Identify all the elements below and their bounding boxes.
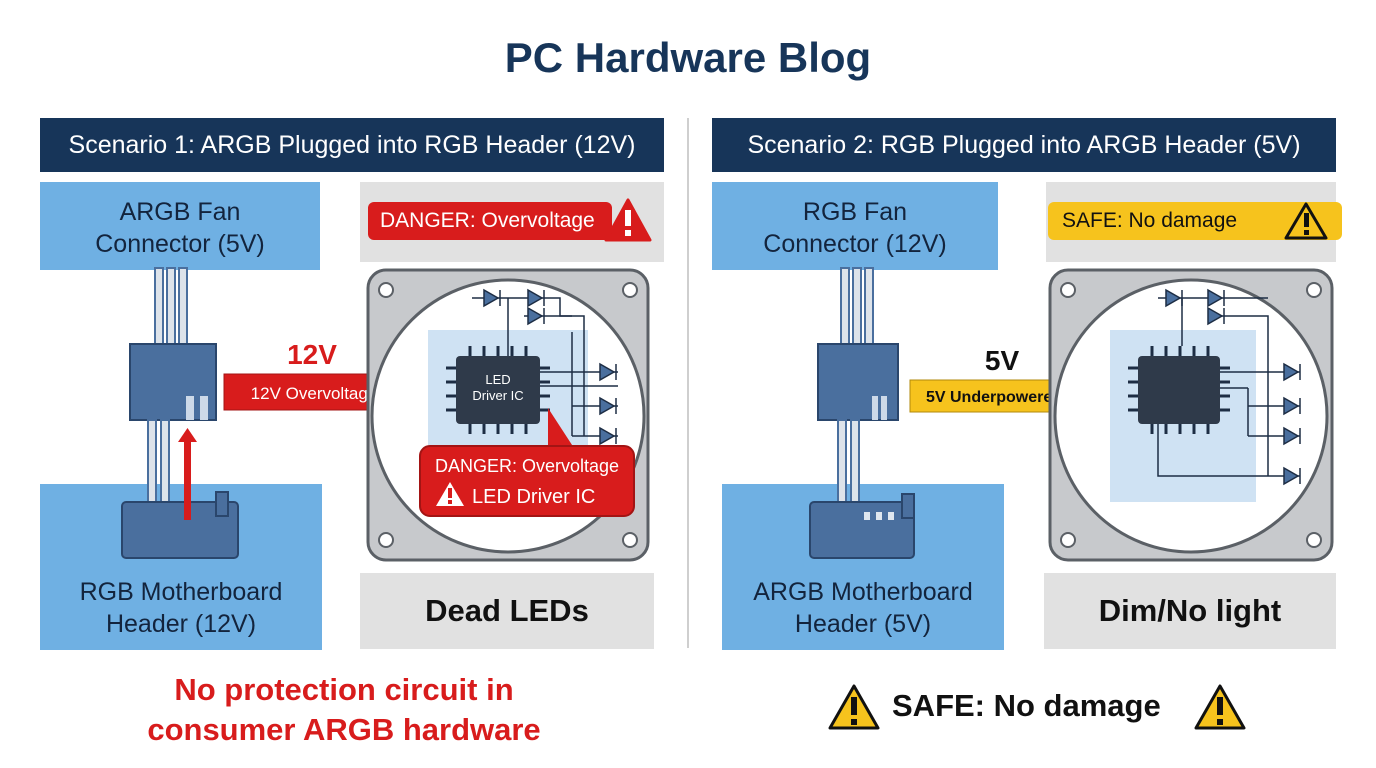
bottom-note-line2: consumer ARGB hardware <box>147 712 541 747</box>
scenario2-result: Dim/No light <box>1044 573 1336 649</box>
fan-connector-line2: Connector (5V) <box>95 230 265 258</box>
scenario1-fan-connector-box: ARGB Fan Connector (5V) <box>40 182 320 270</box>
motherboard-header-line2: Header (5V) <box>794 610 932 638</box>
fan-cable <box>154 267 188 345</box>
ic-chip-icon <box>446 346 550 434</box>
motherboard-header-line1: ARGB Motherboard <box>753 578 973 606</box>
scenario1-bottom-note: No protection circuit in consumer ARGB h… <box>60 670 628 750</box>
safe-tag-text: SAFE: No damage <box>1062 209 1238 232</box>
ic-chip-icon <box>1128 346 1230 434</box>
fan-cable <box>840 267 874 345</box>
warning-triangle-icon <box>1284 202 1328 240</box>
scenario2-voltage-label: 5V <box>985 345 1020 376</box>
warning-triangle-icon <box>604 198 652 242</box>
scenario2-arrow-label: 5V Underpowered <box>926 389 1062 406</box>
fan-connector-plug <box>129 343 217 521</box>
scenario2-fan-connector-box: RGB Fan Connector (12V) <box>712 182 998 270</box>
callout-line2: LED Driver IC <box>472 486 595 508</box>
scenario1-voltage-label: 12V <box>287 339 337 370</box>
danger-tag-text: DANGER: Overvoltage <box>380 209 595 232</box>
motherboard-header-line2: Header (12V) <box>105 610 257 638</box>
scenario1-motherboard-header-box: RGB Motherboard Header (12V) <box>40 484 322 650</box>
scenario1-danger-tag: DANGER: Overvoltage <box>368 202 612 240</box>
callout-line1: DANGER: Overvoltage <box>435 456 619 476</box>
page-title: PC Hardware Blog <box>504 34 872 81</box>
scenario2-motherboard-header-box: ARGB Motherboard Header (5V) <box>722 484 1004 650</box>
bottom-note-line1: No protection circuit in <box>174 672 514 707</box>
fan-connector-line2: Connector (12V) <box>763 230 947 258</box>
danger-callout <box>419 408 635 517</box>
insertion-arrow <box>178 428 197 520</box>
motherboard-header-socket <box>809 493 915 559</box>
motherboard-header-socket <box>121 491 239 559</box>
scenario1-result: Dead LEDs <box>360 573 654 649</box>
scenario1-arrow-label: 12V Overvoltage <box>251 384 378 403</box>
led-diode-icon <box>483 288 617 446</box>
scenario-divider <box>687 118 689 648</box>
fan-connector-plug <box>817 343 899 521</box>
scenario2-header: Scenario 2: RGB Plugged into ARGB Header… <box>712 118 1336 172</box>
fan-connector-line1: RGB Fan <box>802 198 908 226</box>
fan-connector-line1: ARGB Fan <box>119 198 241 226</box>
scenario2-bottom-note: SAFE: No damage <box>892 688 1161 723</box>
warning-triangle-icon <box>828 684 880 730</box>
motherboard-header-line1: RGB Motherboard <box>79 578 283 606</box>
scenario2-diagram: 5V 5V Underpowered <box>809 202 1334 730</box>
chip-label-line1: LED <box>485 372 510 387</box>
scenario1-header: Scenario 1: ARGB Plugged into RGB Header… <box>40 118 664 172</box>
led-diode-icon <box>1165 288 1301 486</box>
scenario1-diagram: 12V 12V Overvoltage <box>121 198 652 562</box>
chip-label-line2: Driver IC <box>472 388 523 403</box>
warning-triangle-icon <box>1194 684 1246 730</box>
